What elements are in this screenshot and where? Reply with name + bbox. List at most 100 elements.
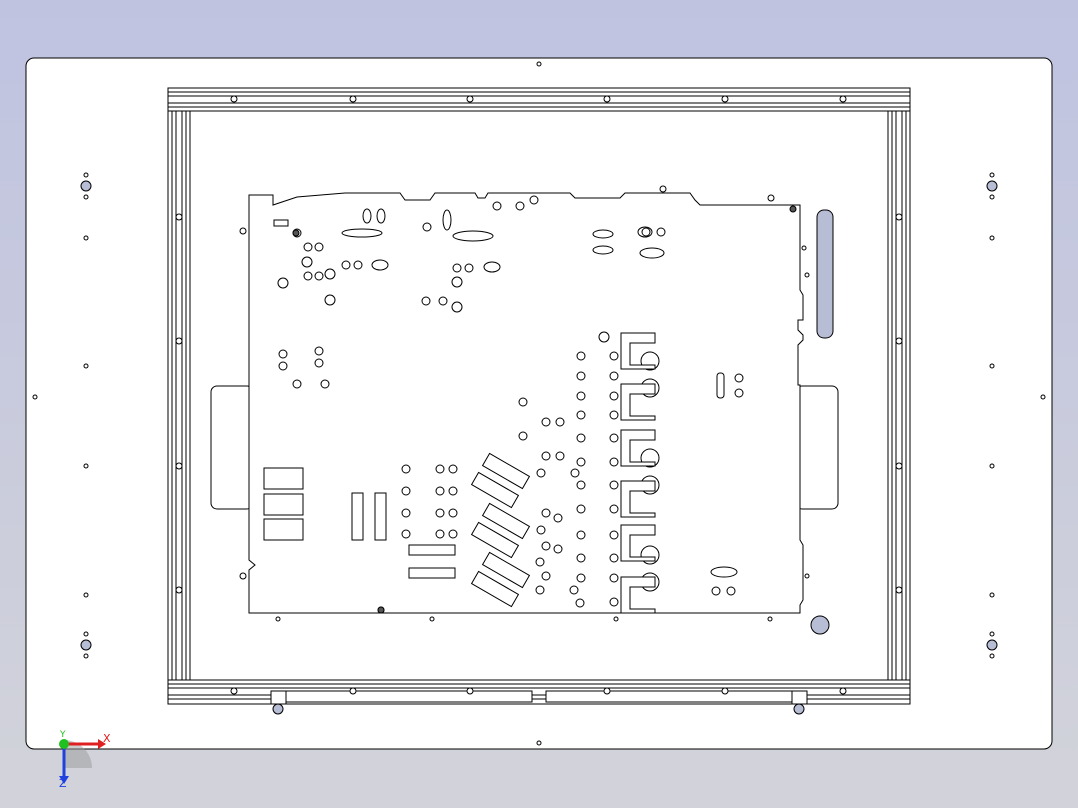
oval-hole xyxy=(592,245,614,255)
triad-y-label: Y xyxy=(60,730,66,740)
board-hole xyxy=(435,486,445,496)
board-hole xyxy=(401,508,411,518)
l-bracket[interactable] xyxy=(620,480,656,518)
plate-hole xyxy=(810,615,830,635)
rail-hole xyxy=(230,687,238,695)
connector-blocks[interactable] xyxy=(263,332,656,614)
plate-pin-hole xyxy=(989,235,995,241)
oval-hole xyxy=(639,247,665,259)
l-bracket[interactable] xyxy=(620,332,656,370)
right-rail[interactable] xyxy=(887,110,911,681)
plate-pin-hole xyxy=(989,653,995,659)
board-hole xyxy=(278,349,288,359)
left-handle-slot[interactable] xyxy=(210,385,254,510)
rail-hole xyxy=(466,95,474,103)
board-hole xyxy=(429,616,435,622)
rail-hole xyxy=(175,213,183,221)
plate-pin-hole xyxy=(989,172,995,178)
rail-hole xyxy=(175,337,183,345)
l-bracket[interactable] xyxy=(620,383,656,421)
board-hole xyxy=(535,585,545,595)
plate-hole xyxy=(793,703,805,715)
rail-hole xyxy=(721,95,729,103)
board-hole xyxy=(320,379,330,389)
board-hole xyxy=(314,242,324,252)
angled-connector[interactable] xyxy=(481,502,531,540)
oval-hole xyxy=(371,259,389,271)
angled-connector[interactable] xyxy=(470,570,520,608)
connector-block[interactable] xyxy=(408,544,456,556)
board-hole xyxy=(801,245,807,251)
board-hole xyxy=(555,451,565,461)
angled-connector[interactable] xyxy=(481,551,531,589)
board-hole xyxy=(609,391,619,401)
rail-hole xyxy=(175,462,183,470)
connector-block[interactable] xyxy=(374,492,387,541)
oval-hole xyxy=(362,208,372,224)
rail-hole xyxy=(839,687,847,695)
board-hole xyxy=(401,464,411,474)
board-hole xyxy=(576,573,586,583)
l-bracket[interactable] xyxy=(620,429,656,467)
board-hole xyxy=(448,464,458,474)
board-hole xyxy=(804,272,810,278)
rail-hole xyxy=(721,687,729,695)
board-hole xyxy=(656,227,666,237)
board-hole xyxy=(536,468,546,478)
board-hole xyxy=(421,296,431,306)
board-hole xyxy=(609,597,619,607)
right-handle-slot[interactable] xyxy=(795,385,839,510)
rail-hole xyxy=(466,687,474,695)
board-hole xyxy=(401,529,411,539)
left-rail[interactable] xyxy=(167,110,191,681)
board-hole xyxy=(239,572,247,580)
angled-connector[interactable] xyxy=(470,471,520,509)
plate-hole xyxy=(272,703,284,715)
large-hole xyxy=(640,351,660,371)
board-hole xyxy=(659,185,667,193)
plate-pin-hole xyxy=(536,740,542,746)
board-hole xyxy=(609,553,619,563)
board-hole xyxy=(609,351,619,361)
inner-frame xyxy=(189,110,889,681)
plate-pin-hole xyxy=(989,463,995,469)
bottom-clamps[interactable] xyxy=(270,690,808,705)
rail-hole xyxy=(175,586,183,594)
coordinate-triad-icon xyxy=(59,739,106,784)
fiducial xyxy=(377,606,385,614)
oval-hole xyxy=(716,372,725,399)
board-hole xyxy=(435,508,445,518)
oval-hole xyxy=(341,228,383,238)
board-hole xyxy=(448,508,458,518)
top-rail[interactable] xyxy=(167,87,911,112)
connector-block[interactable] xyxy=(408,567,456,579)
plate-pin-hole xyxy=(83,363,89,369)
connector-block[interactable] xyxy=(263,467,304,490)
board-hole xyxy=(609,457,619,467)
board-hole xyxy=(609,410,619,420)
plate-pin-hole xyxy=(536,61,542,67)
board-hole xyxy=(576,504,586,514)
board-hole xyxy=(726,586,736,596)
angled-connector[interactable] xyxy=(470,521,520,559)
small-pad xyxy=(273,219,289,227)
angled-connector[interactable] xyxy=(481,452,531,490)
l-bracket[interactable] xyxy=(620,524,656,562)
board-hole xyxy=(448,486,458,496)
connector-block[interactable] xyxy=(263,518,304,541)
board-hole xyxy=(576,553,586,563)
board-hole xyxy=(422,222,432,232)
vent-slot[interactable] xyxy=(816,209,834,339)
board-hole xyxy=(609,480,619,490)
connector-block[interactable] xyxy=(263,493,304,516)
rail-hole xyxy=(839,95,847,103)
l-bracket[interactable] xyxy=(620,576,656,614)
connector-block[interactable] xyxy=(351,492,364,541)
rail-hole xyxy=(895,213,903,221)
plate-pin-hole xyxy=(989,363,995,369)
board-hole xyxy=(576,433,586,443)
plate-pin-hole xyxy=(83,463,89,469)
plate-mount-holes xyxy=(32,61,1046,746)
pcb-board-outline[interactable] xyxy=(248,192,804,614)
